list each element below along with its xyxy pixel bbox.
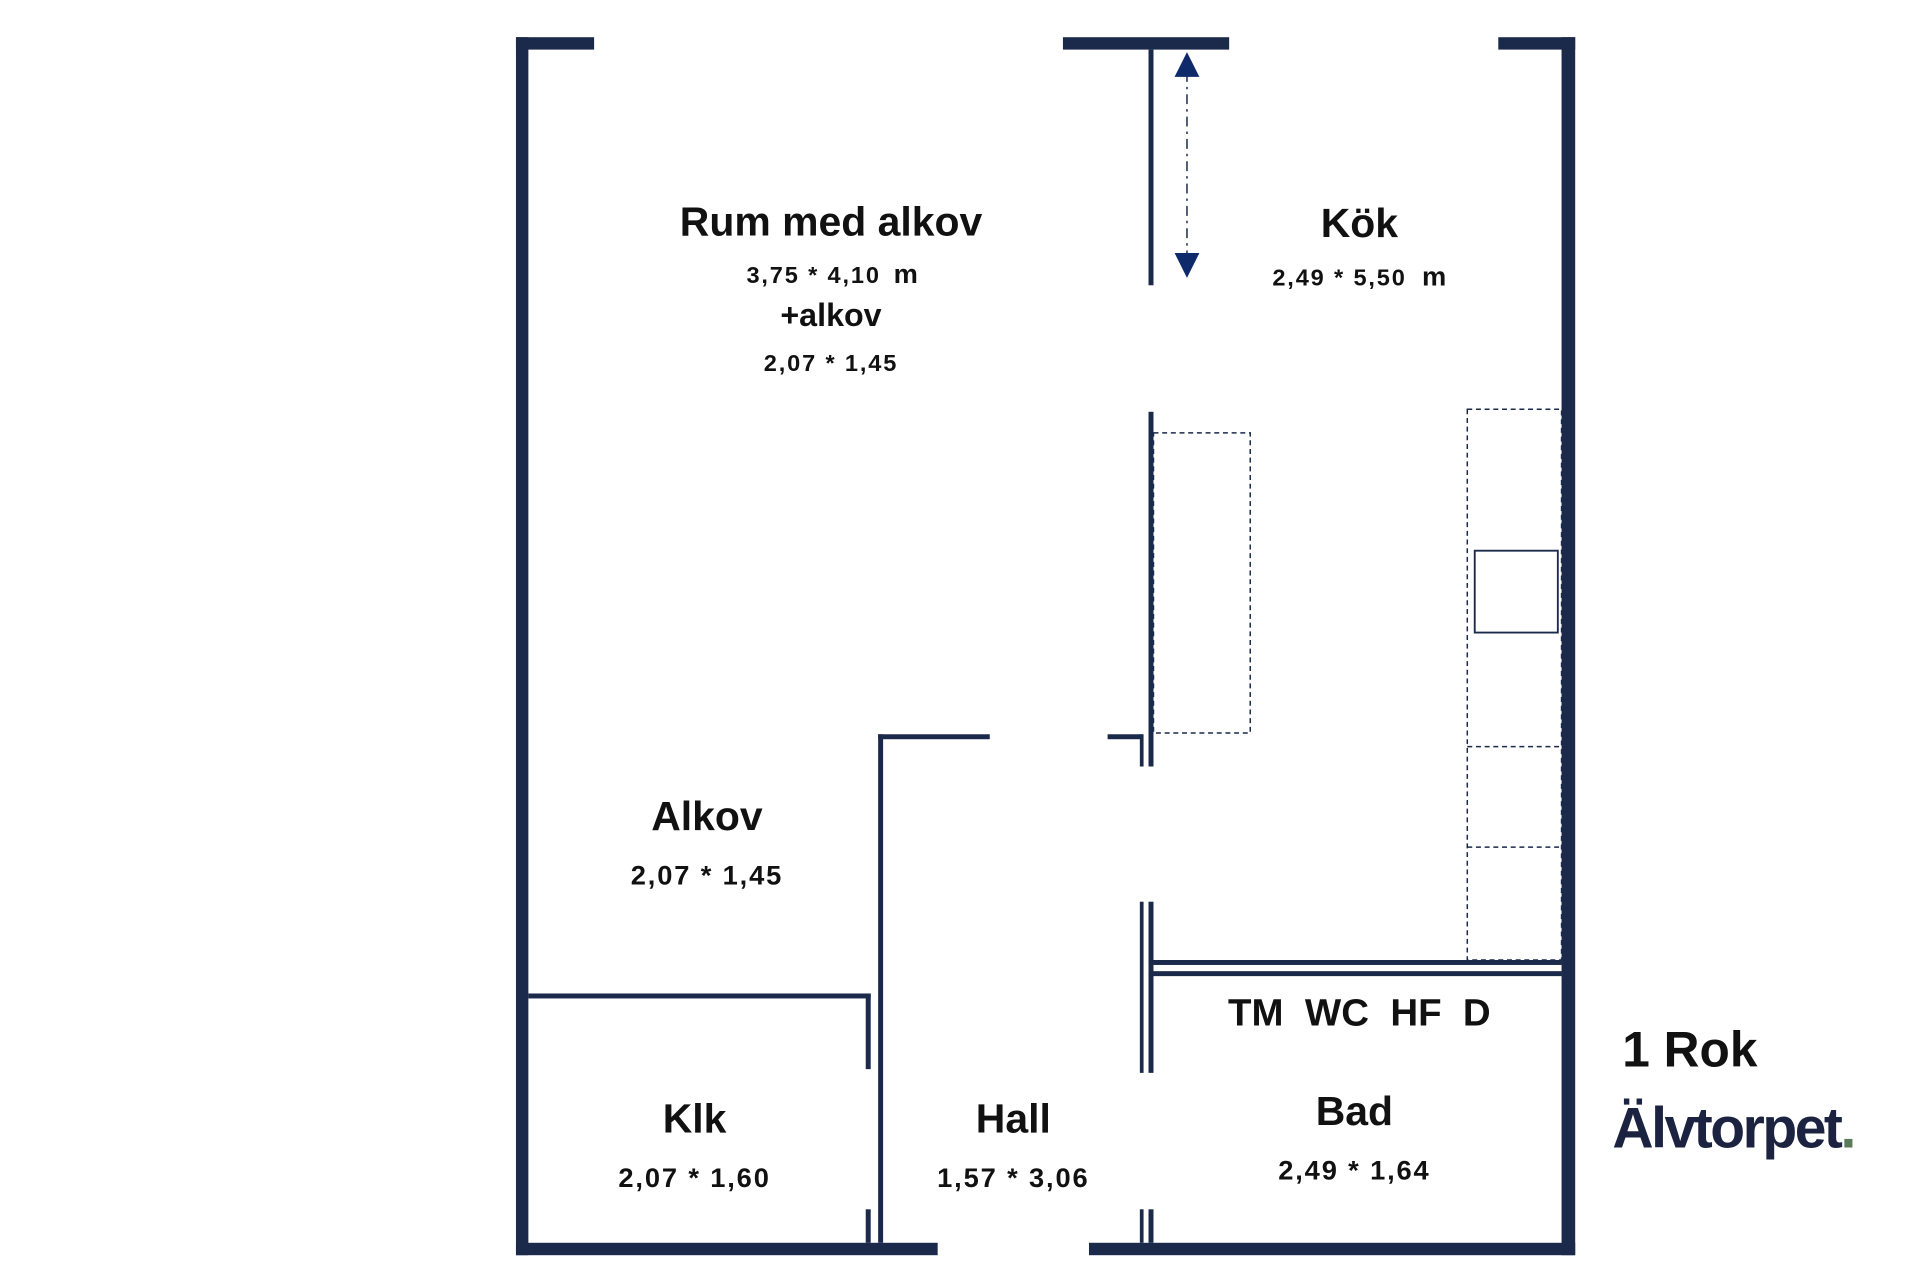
walls (515, 37, 1576, 1256)
room-kitchen-name: Kök (1321, 200, 1399, 246)
stove-icon (1473, 549, 1559, 634)
room-kitchen-unit: m (1422, 260, 1448, 291)
room-bath-name: Bad (1316, 1088, 1393, 1134)
room-closet-name: Klk (663, 1095, 727, 1141)
room-main-size: 3,75 * 4,10 (746, 262, 880, 288)
room-main-name: Rum med alkov (680, 199, 983, 245)
room-hall-name: Hall (976, 1095, 1051, 1141)
room-hall-size: 1,57 * 3,06 (937, 1162, 1089, 1193)
room-main-unit: m (894, 258, 920, 289)
dimension-arrow (1174, 52, 1200, 278)
room-alcove-size: 2,07 * 1,45 (631, 859, 783, 890)
brand-block: 1 Rok Älvtorpet. (1612, 1022, 1856, 1161)
room-kitchen: Kök 2,49 * 5,50 m (1272, 200, 1448, 291)
room-hall: Hall 1,57 * 3,06 (937, 1095, 1089, 1193)
fixtures (1152, 408, 1563, 961)
apartment-type: 1 Rok (1622, 1022, 1758, 1078)
room-kitchen-size: 2,49 * 5,50 (1272, 264, 1406, 290)
brand-logo: Älvtorpet. (1612, 1096, 1853, 1160)
room-bath-size: 2,49 * 1,64 (1278, 1155, 1430, 1186)
room-closet-size: 2,07 * 1,60 (618, 1162, 770, 1193)
room-bath: TM WC HF D Bad 2,49 * 1,64 (1228, 992, 1491, 1186)
room-main-extra: +alkov (780, 297, 881, 333)
room-main: Rum med alkov 3,75 * 4,10 m +alkov 2,07 … (680, 199, 983, 376)
room-main-extra-size: 2,07 * 1,45 (764, 350, 898, 376)
room-alcove: Alkov 2,07 * 1,45 (631, 793, 783, 891)
room-alcove-name: Alkov (651, 793, 763, 839)
room-closet: Klk 2,07 * 1,60 (618, 1095, 770, 1193)
room-bath-fixtures: TM WC HF D (1228, 992, 1491, 1035)
